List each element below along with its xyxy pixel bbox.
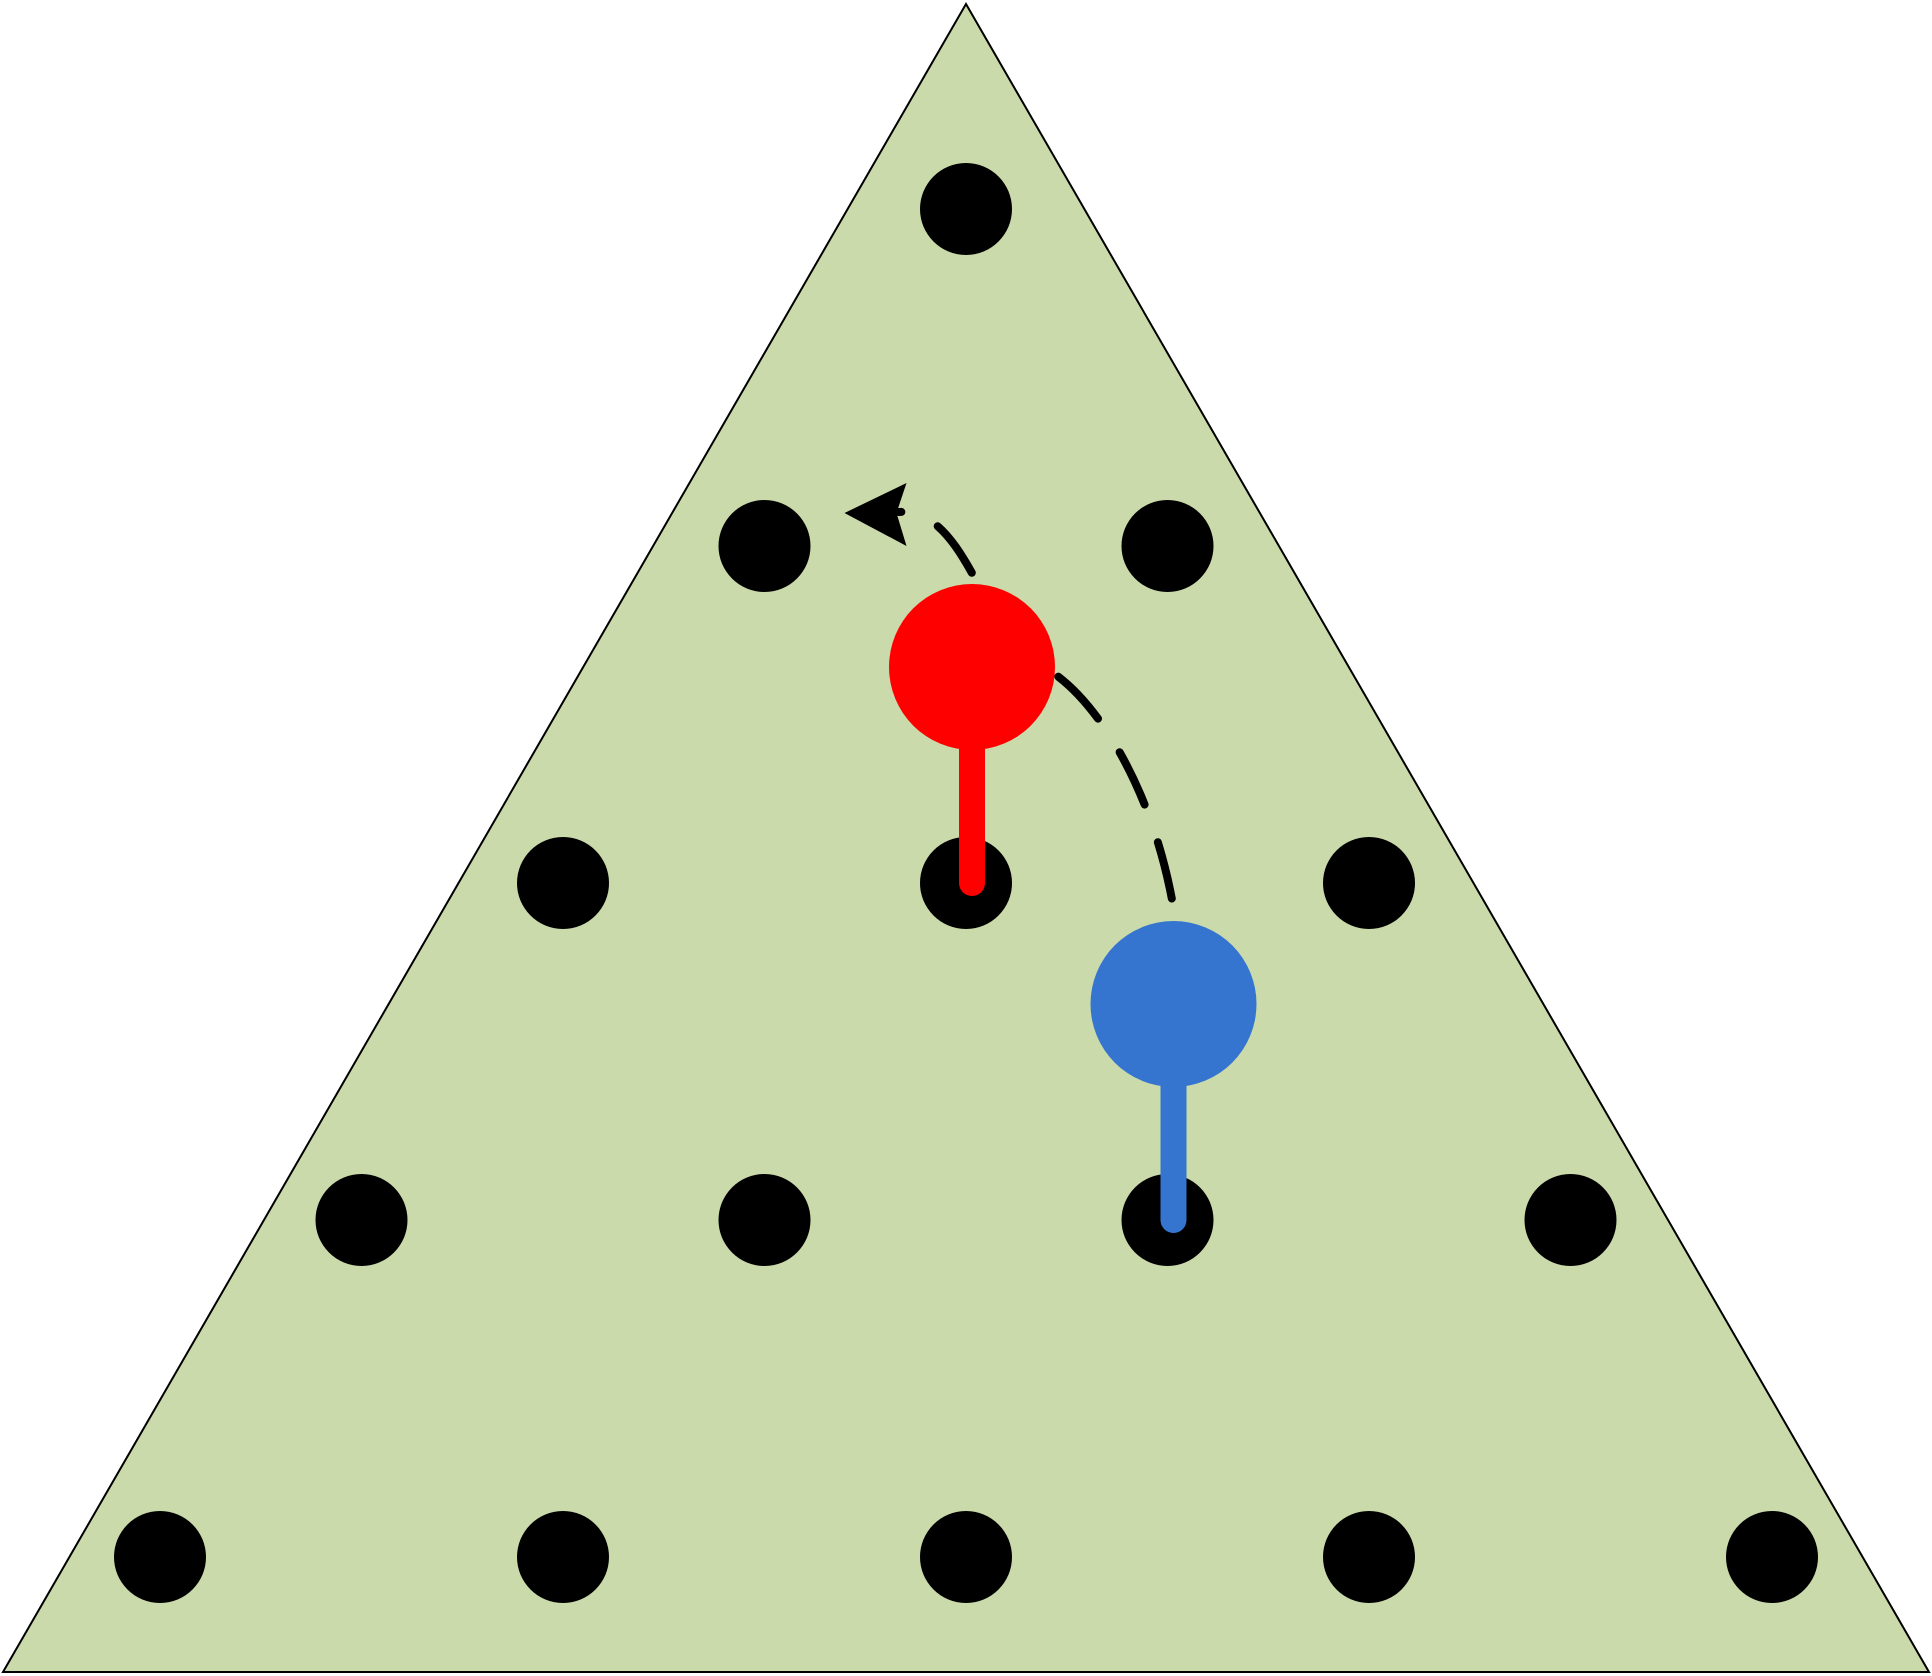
move-arrow-path — [894, 507, 1186, 1000]
hole-r4-c4 — [1524, 1174, 1617, 1266]
peg-red-head — [889, 584, 1055, 750]
hole-r3-c3 — [1323, 837, 1415, 929]
hole-r2-c1 — [718, 500, 811, 592]
hole-r5-c2 — [517, 1511, 609, 1603]
hole-r5-c3 — [920, 1511, 1012, 1603]
peg-red — [889, 584, 1055, 896]
pegs-group — [889, 584, 1257, 1233]
holes-group — [114, 163, 1818, 1603]
hole-r2-c2 — [1121, 500, 1214, 592]
hole-r5-c4 — [1323, 1511, 1415, 1603]
peg-blue-head — [1090, 921, 1257, 1087]
hole-r5-c5 — [1726, 1511, 1818, 1603]
hole-r4-c2 — [718, 1174, 811, 1266]
hole-r5-c1 — [114, 1511, 206, 1603]
hole-r4-c1 — [315, 1174, 408, 1266]
move-arrow-head — [844, 483, 907, 546]
hole-r1-c1 — [920, 163, 1012, 255]
hole-r3-c1 — [517, 837, 609, 929]
peg-blue — [1090, 921, 1257, 1233]
